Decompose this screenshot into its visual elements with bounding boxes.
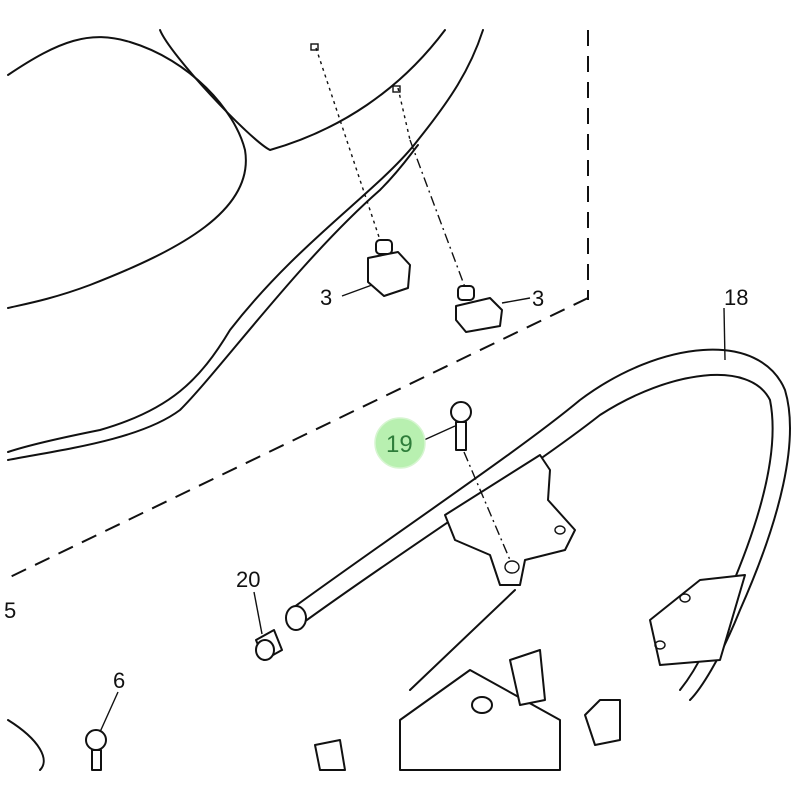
highlight-circle[interactable] [374, 417, 426, 469]
label-cap[interactable]: 20 [236, 567, 260, 592]
leader-line [315, 47, 381, 241]
leader-line [397, 87, 411, 141]
screw-part [85, 729, 107, 771]
sub-assembly-boundary [7, 30, 589, 579]
hole-marker [392, 85, 401, 93]
bolt-part [450, 401, 511, 561]
leader-line [409, 139, 467, 291]
label-clip-right[interactable]: 3 [532, 286, 544, 311]
label-screw[interactable]: 6 [113, 668, 125, 693]
label-grab-bar[interactable]: 18 [724, 285, 748, 310]
clip-part-right [455, 285, 503, 333]
label-edge-part[interactable]: 5 [4, 598, 16, 623]
clip-part-left [367, 239, 411, 297]
grab-bar [7, 348, 791, 771]
label-clip-left[interactable]: 3 [320, 285, 332, 310]
hole-marker [310, 43, 319, 51]
cap-part [255, 629, 283, 661]
seat [7, 29, 484, 461]
label-bolt[interactable]: 19 [386, 431, 413, 458]
